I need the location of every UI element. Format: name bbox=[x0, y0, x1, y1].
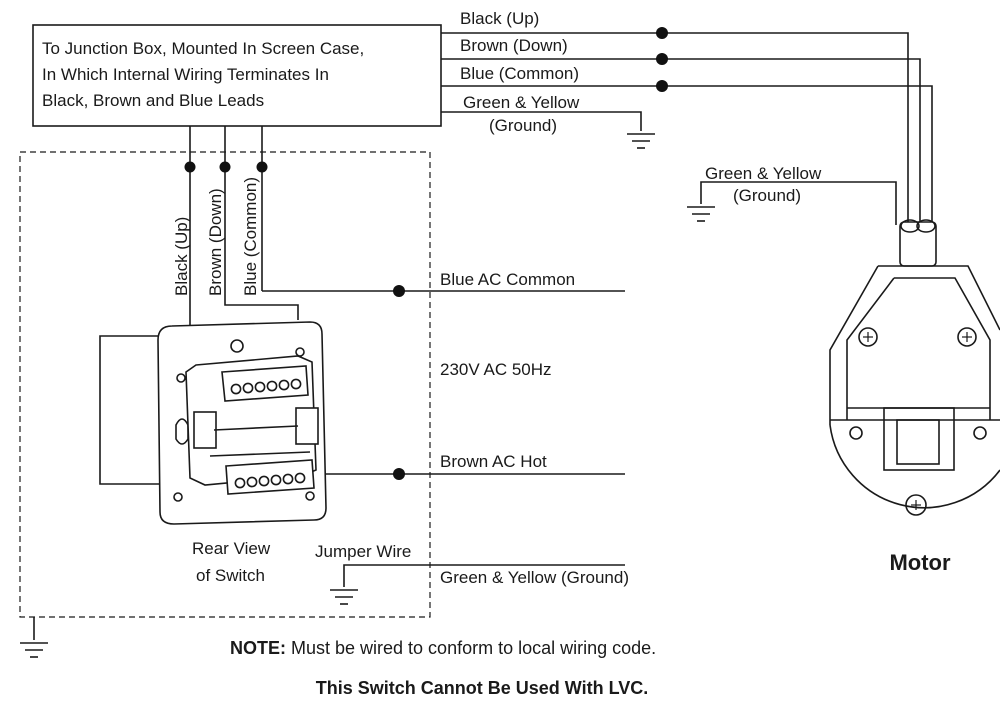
motor-mount-plate bbox=[883, 407, 955, 471]
note-label: NOTE: bbox=[230, 638, 286, 658]
blue-ac-common-label: Blue AC Common bbox=[440, 270, 575, 289]
terminal-screw-icon bbox=[230, 378, 302, 395]
motor-ground-label-line1: Green & Yellow bbox=[705, 164, 822, 183]
switch-ground-symbol bbox=[330, 589, 358, 605]
motor-bracket bbox=[846, 277, 991, 420]
warning-text: This Switch Cannot Be Used With LVC. bbox=[316, 678, 649, 698]
terminal-screw-icon bbox=[234, 472, 306, 489]
brown-down-wire bbox=[441, 58, 921, 225]
jbox-ground-label-line1: Green & Yellow bbox=[463, 93, 580, 112]
blue-common-wire bbox=[441, 85, 933, 225]
jbox-ground-label-line2: (Ground) bbox=[489, 116, 557, 135]
switch-blue-common-label: Blue (Common) bbox=[241, 177, 260, 296]
switch-top-terminal-block bbox=[221, 365, 309, 402]
black-up-wire bbox=[441, 32, 909, 225]
motor-ground-symbol bbox=[687, 206, 715, 222]
switch-caption-line2: of Switch bbox=[196, 566, 265, 585]
motor-housing-outline bbox=[829, 265, 1000, 425]
switch-leads: Black (Up) Brown (Down) Blue (Common) bbox=[99, 126, 299, 485]
blue-ac-junction-dot bbox=[393, 285, 405, 297]
switch-black-up-label: Black (Up) bbox=[172, 217, 191, 296]
junction-box: To Junction Box, Mounted In Screen Case,… bbox=[32, 24, 442, 127]
motor: Motor bbox=[829, 219, 1000, 575]
motor-screw-icon bbox=[957, 327, 977, 347]
motor-label: Motor bbox=[889, 550, 951, 575]
switch-brown-down-label: Brown (Down) bbox=[206, 188, 225, 296]
switch-left-clamp bbox=[193, 411, 217, 449]
blue-common-label: Blue (Common) bbox=[460, 64, 579, 83]
voltage-label: 230V AC 50Hz bbox=[440, 360, 552, 379]
switch-caption-line1: Rear View bbox=[192, 539, 271, 558]
jbox-ground-symbol bbox=[627, 133, 655, 149]
jbox-ground-wire bbox=[441, 111, 642, 131]
jumper-wire-label: Jumper Wire bbox=[315, 542, 411, 561]
junction-box-text-line1: To Junction Box, Mounted In Screen Case, bbox=[42, 39, 364, 58]
switch-rear-view: Rear View of Switch bbox=[157, 321, 327, 585]
motor-body-arc bbox=[829, 424, 1000, 509]
motor-drive-square bbox=[896, 419, 940, 465]
junction-box-outline bbox=[32, 24, 442, 127]
motor-hole-icon bbox=[973, 426, 987, 440]
black-junction-dot bbox=[656, 27, 668, 39]
switch-ground-label: Green & Yellow (Ground) bbox=[440, 568, 629, 587]
ac-lines: Blue AC Common 230V AC 50Hz Brown AC Hot… bbox=[250, 270, 629, 605]
motor-screw-icon bbox=[905, 494, 927, 516]
blue-junction-dot bbox=[656, 80, 668, 92]
motor-ground: Green & Yellow (Ground) bbox=[687, 164, 897, 225]
note-text: NOTE: Must be wired to conform to local … bbox=[230, 638, 656, 658]
brown-junction-dot bbox=[656, 53, 668, 65]
brown-down-label: Brown (Down) bbox=[460, 36, 568, 55]
wall-box-ground-symbol bbox=[20, 617, 48, 658]
switch-bottom-terminal-block bbox=[225, 459, 315, 495]
motor-hole-icon bbox=[849, 426, 863, 440]
switch-ground-wire bbox=[343, 564, 625, 587]
junction-box-text-line3: Black, Brown and Blue Leads bbox=[42, 91, 264, 110]
motor-screw-icon bbox=[858, 327, 878, 347]
switch-brown-down-wire bbox=[224, 126, 299, 320]
note-body: Must be wired to conform to local wiring… bbox=[286, 638, 656, 658]
motor-ground-wire bbox=[700, 181, 897, 225]
motor-leads: Black (Up) Brown (Down) Blue (Common) Gr… bbox=[441, 9, 933, 225]
motor-ground-label-line2: (Ground) bbox=[733, 186, 801, 205]
switch-right-clamp bbox=[295, 407, 319, 445]
brown-ac-hot-label: Brown AC Hot bbox=[440, 452, 547, 471]
junction-box-text-line2: In Which Internal Wiring Terminates In bbox=[42, 65, 329, 84]
switch-black-up-wire bbox=[99, 126, 191, 485]
brown-ac-junction-dot bbox=[393, 468, 405, 480]
black-up-label: Black (Up) bbox=[460, 9, 539, 28]
